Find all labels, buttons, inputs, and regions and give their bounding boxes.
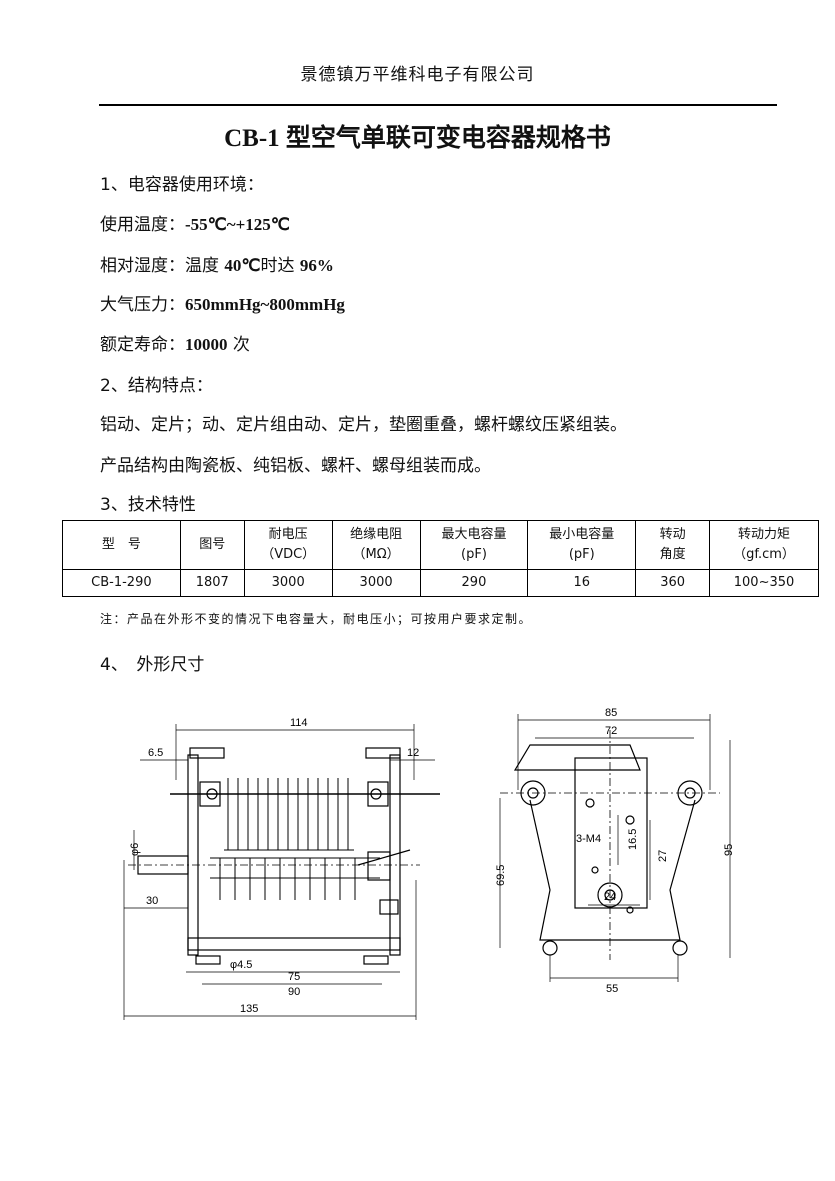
dimension-drawing: 114 6.5 12 φ6 30 φ4.5 75 90 135 85 72 95… <box>123 707 735 1020</box>
table-row: CB-1-290 1807 3000 3000 290 16 360 100~3… <box>62 569 819 597</box>
cell-voltage: 3000 <box>243 569 333 597</box>
cell-angle: 360 <box>635 569 711 597</box>
side-view-dimensions <box>123 724 435 1020</box>
pressure-value: 650mmHg~800mmHg <box>185 295 345 314</box>
col-header: 图号 <box>179 520 245 570</box>
cell-model: CB-1-290 <box>62 569 181 597</box>
dim-55: 55 <box>606 983 618 995</box>
section4-heading: 4、 外形尺寸 <box>100 655 205 675</box>
structure-line-2: 产品结构由陶瓷板、纯铝板、螺杆、螺母组装而成。 <box>100 456 491 476</box>
dim-3-m4: 3-M4 <box>576 833 601 845</box>
dim-135: 135 <box>240 1003 258 1015</box>
life-line: 额定寿命：10000 次 <box>100 330 250 355</box>
header-divider <box>99 104 777 106</box>
col-header: 型 号 <box>62 520 181 570</box>
temperature-value: -55℃~+125℃ <box>185 215 290 234</box>
humidity-mid: 时达 <box>260 256 295 276</box>
dim-phi6: φ6 <box>129 843 141 856</box>
side-view-drawing <box>128 747 440 965</box>
col-header: 转动角度 <box>635 520 711 570</box>
temperature-line: 使用温度：-55℃~+125℃ <box>100 210 290 235</box>
col-header: 绝缘电阻（MΩ） <box>331 520 421 570</box>
pressure-label: 大气压力： <box>100 295 185 315</box>
pressure-line: 大气压力：650mmHg~800mmHg <box>100 290 345 315</box>
section3-heading: 3、技术特性 <box>100 495 196 515</box>
dim-69-5: 69.5 <box>495 865 507 886</box>
life-value: 10000 <box>185 335 228 354</box>
front-view-dimensions <box>499 714 731 982</box>
dim-6-5: 6.5 <box>148 747 163 759</box>
dim-phi4-5: φ4.5 <box>230 959 252 971</box>
col-header: 最大电容量(pF) <box>419 520 529 570</box>
humidity-label: 相对湿度：温度 <box>100 256 219 276</box>
humidity-line: 相对湿度：温度 40℃时达 96% <box>100 251 334 276</box>
table-note: 注：产品在外形不变的情况下电容量大，耐电压小；可按用户要求定制。 <box>100 612 533 626</box>
dim-90: 90 <box>288 986 300 998</box>
cell-min-cap: 16 <box>527 569 637 597</box>
dim-114: 114 <box>290 717 308 729</box>
section1-heading: 1、电容器使用环境： <box>100 175 264 195</box>
cell-torque: 100~350 <box>709 569 819 597</box>
dim-12: 12 <box>407 747 419 759</box>
dim-24: 24 <box>604 891 616 903</box>
cell-drawing-no: 1807 <box>179 569 245 597</box>
cell-insulation: 3000 <box>331 569 421 597</box>
dim-75: 75 <box>288 971 300 983</box>
life-label: 额定寿命： <box>100 335 185 355</box>
front-view-drawing <box>500 730 720 960</box>
col-header: 转动力矩（gf.cm） <box>709 520 819 570</box>
humidity-value: 96% <box>299 256 334 275</box>
dim-85: 85 <box>605 707 617 719</box>
section2-heading: 2、结构特点： <box>100 376 213 396</box>
col-header: 耐电压（VDC） <box>243 520 333 570</box>
temperature-label: 使用温度： <box>100 215 185 235</box>
dim-30: 30 <box>146 895 158 907</box>
col-header: 最小电容量(pF) <box>527 520 637 570</box>
spec-table: 型 号 图号 耐电压（VDC） 绝缘电阻（MΩ） 最大电容量(pF) 最小电容量… <box>62 520 819 597</box>
company-name: 景德镇万平维科电子有限公司 <box>300 65 535 85</box>
structure-line-1: 铝动、定片；动、定片组由动、定片，垫圈重叠，螺杆螺纹压紧组装。 <box>100 415 627 435</box>
cell-max-cap: 290 <box>419 569 529 597</box>
dim-72: 72 <box>605 725 617 737</box>
humidity-temp: 40℃ <box>224 256 261 275</box>
table-header-row: 型 号 图号 耐电压（VDC） 绝缘电阻（MΩ） 最大电容量(pF) 最小电容量… <box>62 520 819 570</box>
dim-16-5: 16.5 <box>627 829 639 850</box>
life-unit: 次 <box>227 335 250 355</box>
document-title: CB-1 型空气单联可变电容器规格书 <box>224 125 611 152</box>
dim-27: 27 <box>657 850 669 862</box>
dim-95: 95 <box>723 844 735 856</box>
